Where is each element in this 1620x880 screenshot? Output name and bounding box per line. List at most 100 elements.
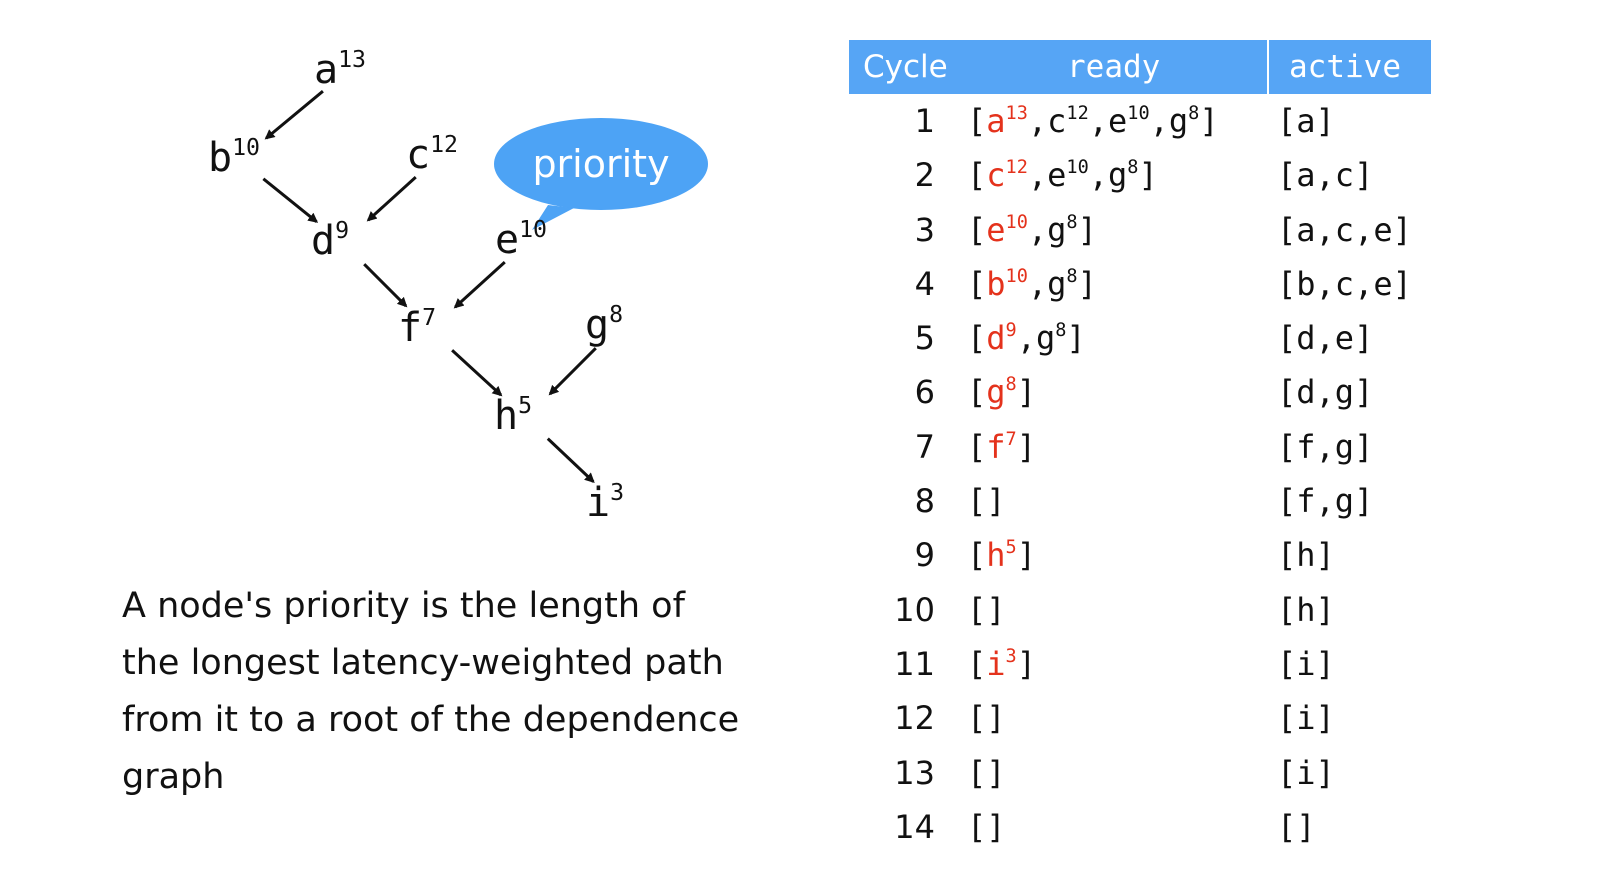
selected-instruction: i3 xyxy=(986,644,1017,683)
ready-cell: [c12,e10,g8] xyxy=(967,156,1158,195)
node-a: a13 xyxy=(314,45,367,93)
selected-instruction: h5 xyxy=(986,536,1017,575)
table-row: 14 [] [] xyxy=(849,800,1431,854)
ready-instruction: g8 xyxy=(1047,264,1078,303)
node-e: e10 xyxy=(495,215,548,263)
cycle-cell: 3 xyxy=(914,210,935,249)
active-cell: [f,g] xyxy=(1277,427,1374,466)
table-row: 9 [h5] [h] xyxy=(849,528,1431,582)
ready-instruction: c12 xyxy=(1047,102,1089,140)
table-row: 11 [i3] [i] xyxy=(849,637,1431,691)
cycle-cell: 6 xyxy=(914,373,935,412)
selected-instruction: f7 xyxy=(986,427,1017,466)
cycle-cell: 13 xyxy=(894,753,935,792)
table-row: 13 [] [i] xyxy=(849,746,1431,800)
header-ready: ready xyxy=(1067,49,1161,85)
ready-instruction: e10 xyxy=(1108,102,1150,140)
header-cycle: Cycle xyxy=(863,49,948,85)
cycle-cell: 4 xyxy=(914,264,935,303)
node-i: i3 xyxy=(586,478,625,526)
selected-instruction: d9 xyxy=(986,319,1017,358)
caption: A node's priority is the length of the l… xyxy=(122,586,740,797)
node-d: d9 xyxy=(311,216,350,264)
active-cell: [a,c] xyxy=(1277,156,1374,195)
ready-cell: [b10,g8] xyxy=(967,264,1097,303)
header-active: active xyxy=(1289,49,1401,85)
cycle-cell: 5 xyxy=(914,319,935,358)
edge-c-d xyxy=(366,176,417,222)
table-row: 2 [c12,e10,g8] [a,c] xyxy=(849,148,1431,202)
node-h: h5 xyxy=(494,391,533,439)
table-row: 8 [] [f,g] xyxy=(849,474,1431,528)
selected-instruction: e10 xyxy=(986,210,1028,249)
cycle-cell: 9 xyxy=(914,536,935,575)
selected-instruction: b10 xyxy=(986,264,1028,303)
cycle-cell: 8 xyxy=(914,482,935,521)
table-header: Cycle ready active xyxy=(849,40,1431,94)
cycle-cell: 12 xyxy=(894,699,935,738)
ready-instruction: g8 xyxy=(1108,156,1139,195)
table-row: 12[][i] xyxy=(849,691,1431,745)
cycle-cell: 11 xyxy=(894,644,935,683)
active-cell: [f,g] xyxy=(1277,482,1374,521)
table-row: 5 [d9,g8] [d,e] xyxy=(849,311,1431,365)
table-row: 4 [b10,g8] [b,c,e] xyxy=(849,257,1431,311)
edge-b-d xyxy=(262,177,319,223)
priority-bubble: priority xyxy=(494,118,708,210)
ready-cell: [e10,g8] xyxy=(967,210,1097,249)
cycle-cell: 10 xyxy=(894,590,935,629)
ready-instruction: e10 xyxy=(1047,156,1089,195)
active-cell: [] xyxy=(1277,807,1316,846)
edge-a-b xyxy=(264,90,324,140)
active-cell: [a] xyxy=(1277,102,1335,140)
schedule-table: Cycle ready active 1 [a13,c12,e10,g8] [a] 2… xyxy=(849,40,1431,854)
node-c: c12 xyxy=(406,130,459,178)
ready-cell: [] xyxy=(967,482,1006,521)
table-row: 7[f7][f,g] xyxy=(849,420,1431,474)
active-cell: [b,c,e] xyxy=(1277,264,1412,303)
ready-instruction: g8 xyxy=(1035,319,1067,358)
ready-cell: [a13,c12,e10,g8] xyxy=(967,102,1219,140)
table-body: 1 [a13,c12,e10,g8] [a] 2 [c12,e10,g8] [a,c] 3 [… xyxy=(849,94,1431,854)
active-cell: [a,c,e] xyxy=(1277,210,1412,249)
node-b: b10 xyxy=(208,133,261,181)
ready-instruction: g8 xyxy=(1047,210,1078,249)
active-cell: [i] xyxy=(1277,699,1335,738)
ready-cell: [] xyxy=(967,590,1006,629)
node-f: f7 xyxy=(398,303,437,351)
dependence-graph xyxy=(262,90,597,484)
header-divider xyxy=(1267,40,1269,94)
selected-instruction: a13 xyxy=(986,102,1028,140)
active-cell: [i] xyxy=(1277,753,1335,792)
node-g: g8 xyxy=(585,300,624,348)
edge-e-f xyxy=(453,261,506,309)
cycle-cell: 1 xyxy=(914,102,935,140)
ready-cell: [i3] xyxy=(967,644,1036,683)
ready-instruction: g8 xyxy=(1168,102,1200,140)
active-cell: [i] xyxy=(1277,644,1335,683)
active-cell: [h] xyxy=(1277,590,1335,629)
table-row: 10 [] [h] xyxy=(849,583,1431,637)
edge-h-i xyxy=(546,437,595,484)
ready-cell: [d9,g8] xyxy=(967,319,1086,358)
ready-cell: [h5] xyxy=(967,536,1036,575)
cycle-cell: 14 xyxy=(894,807,935,846)
active-cell: [h] xyxy=(1277,536,1335,575)
cycle-cell: 2 xyxy=(914,156,935,195)
edge-g-h xyxy=(548,347,597,396)
ready-cell: [] xyxy=(967,753,1006,792)
active-cell: [d,e] xyxy=(1277,319,1374,358)
priority-bubble-label: priority xyxy=(532,142,670,186)
selected-instruction: c12 xyxy=(986,156,1028,195)
table-row: 1 [a13,c12,e10,g8] [a] xyxy=(849,94,1431,148)
table-row: 3 [e10,g8] [a,c,e] xyxy=(849,203,1431,257)
bubble-tail xyxy=(532,205,574,230)
selected-instruction: g8 xyxy=(986,373,1017,412)
ready-cell: [g8] xyxy=(967,373,1036,412)
table-row: 6 [g8] [d,g] xyxy=(849,365,1431,419)
active-cell: [d,g] xyxy=(1277,373,1374,412)
ready-cell: [] xyxy=(967,807,1006,846)
edge-f-h xyxy=(451,349,503,397)
cycle-cell: 7 xyxy=(914,427,935,466)
edge-d-f xyxy=(363,263,408,308)
